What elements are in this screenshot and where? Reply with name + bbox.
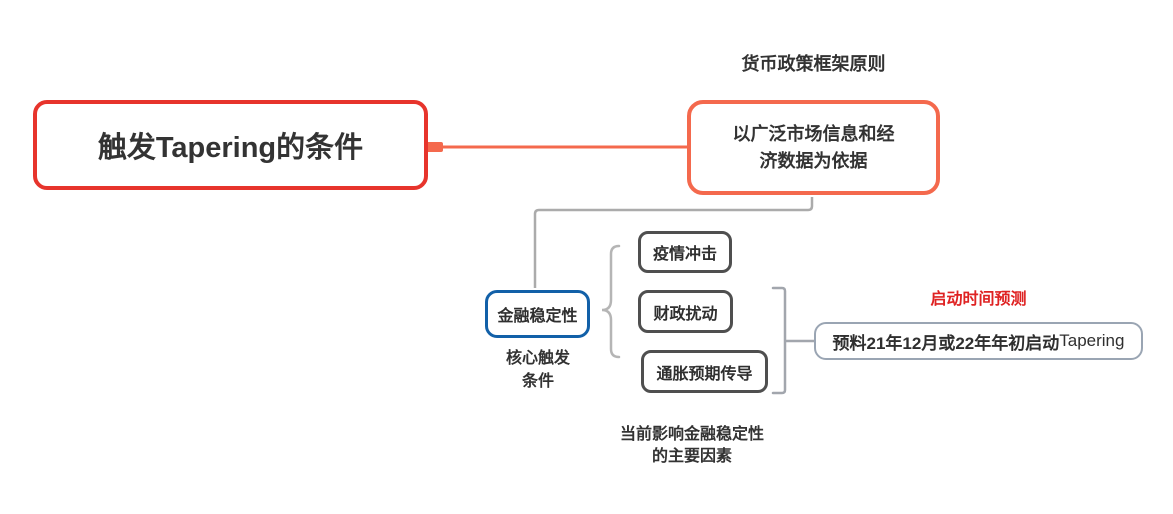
factors-caption: 当前影响金融稳定性 的主要因素 bbox=[577, 424, 807, 468]
topic-factor-fiscal[interactable]: 财政扰动 bbox=[638, 290, 733, 333]
framework-label-line1: 以广泛市场信息和经 bbox=[732, 123, 895, 144]
financial-caption-line2: 条件 bbox=[521, 373, 554, 390]
factors-brace bbox=[601, 244, 621, 359]
topic-factor-inflation[interactable]: 通胀预期传导 bbox=[641, 350, 768, 393]
topic-root[interactable]: 触发Tapering的条件 bbox=[33, 100, 428, 190]
financial-caption: 核心触发 条件 bbox=[483, 347, 593, 393]
topic-financial-stability[interactable]: 金融稳定性 bbox=[485, 290, 590, 338]
prediction-label-cn: 预料21年12月或22年年初启动 bbox=[832, 333, 1060, 353]
factors-caption-line2: 的主要因素 bbox=[651, 448, 732, 465]
prediction-bracket bbox=[771, 286, 787, 395]
topic-factor-pandemic[interactable]: 疫情冲击 bbox=[638, 231, 732, 273]
framework-label-line2: 济数据为依据 bbox=[759, 150, 868, 171]
prediction-caption: 启动时间预测 bbox=[930, 291, 1027, 308]
financial-caption-line1: 核心触发 bbox=[505, 350, 570, 367]
prediction-label-en: Tapering bbox=[1059, 331, 1125, 350]
framework-caption: 货币政策框架原则 bbox=[741, 54, 886, 74]
factors-caption-line1: 当前影响金融稳定性 bbox=[619, 426, 764, 443]
topic-framework[interactable]: 以广泛市场信息和经 济数据为依据 bbox=[687, 100, 940, 195]
